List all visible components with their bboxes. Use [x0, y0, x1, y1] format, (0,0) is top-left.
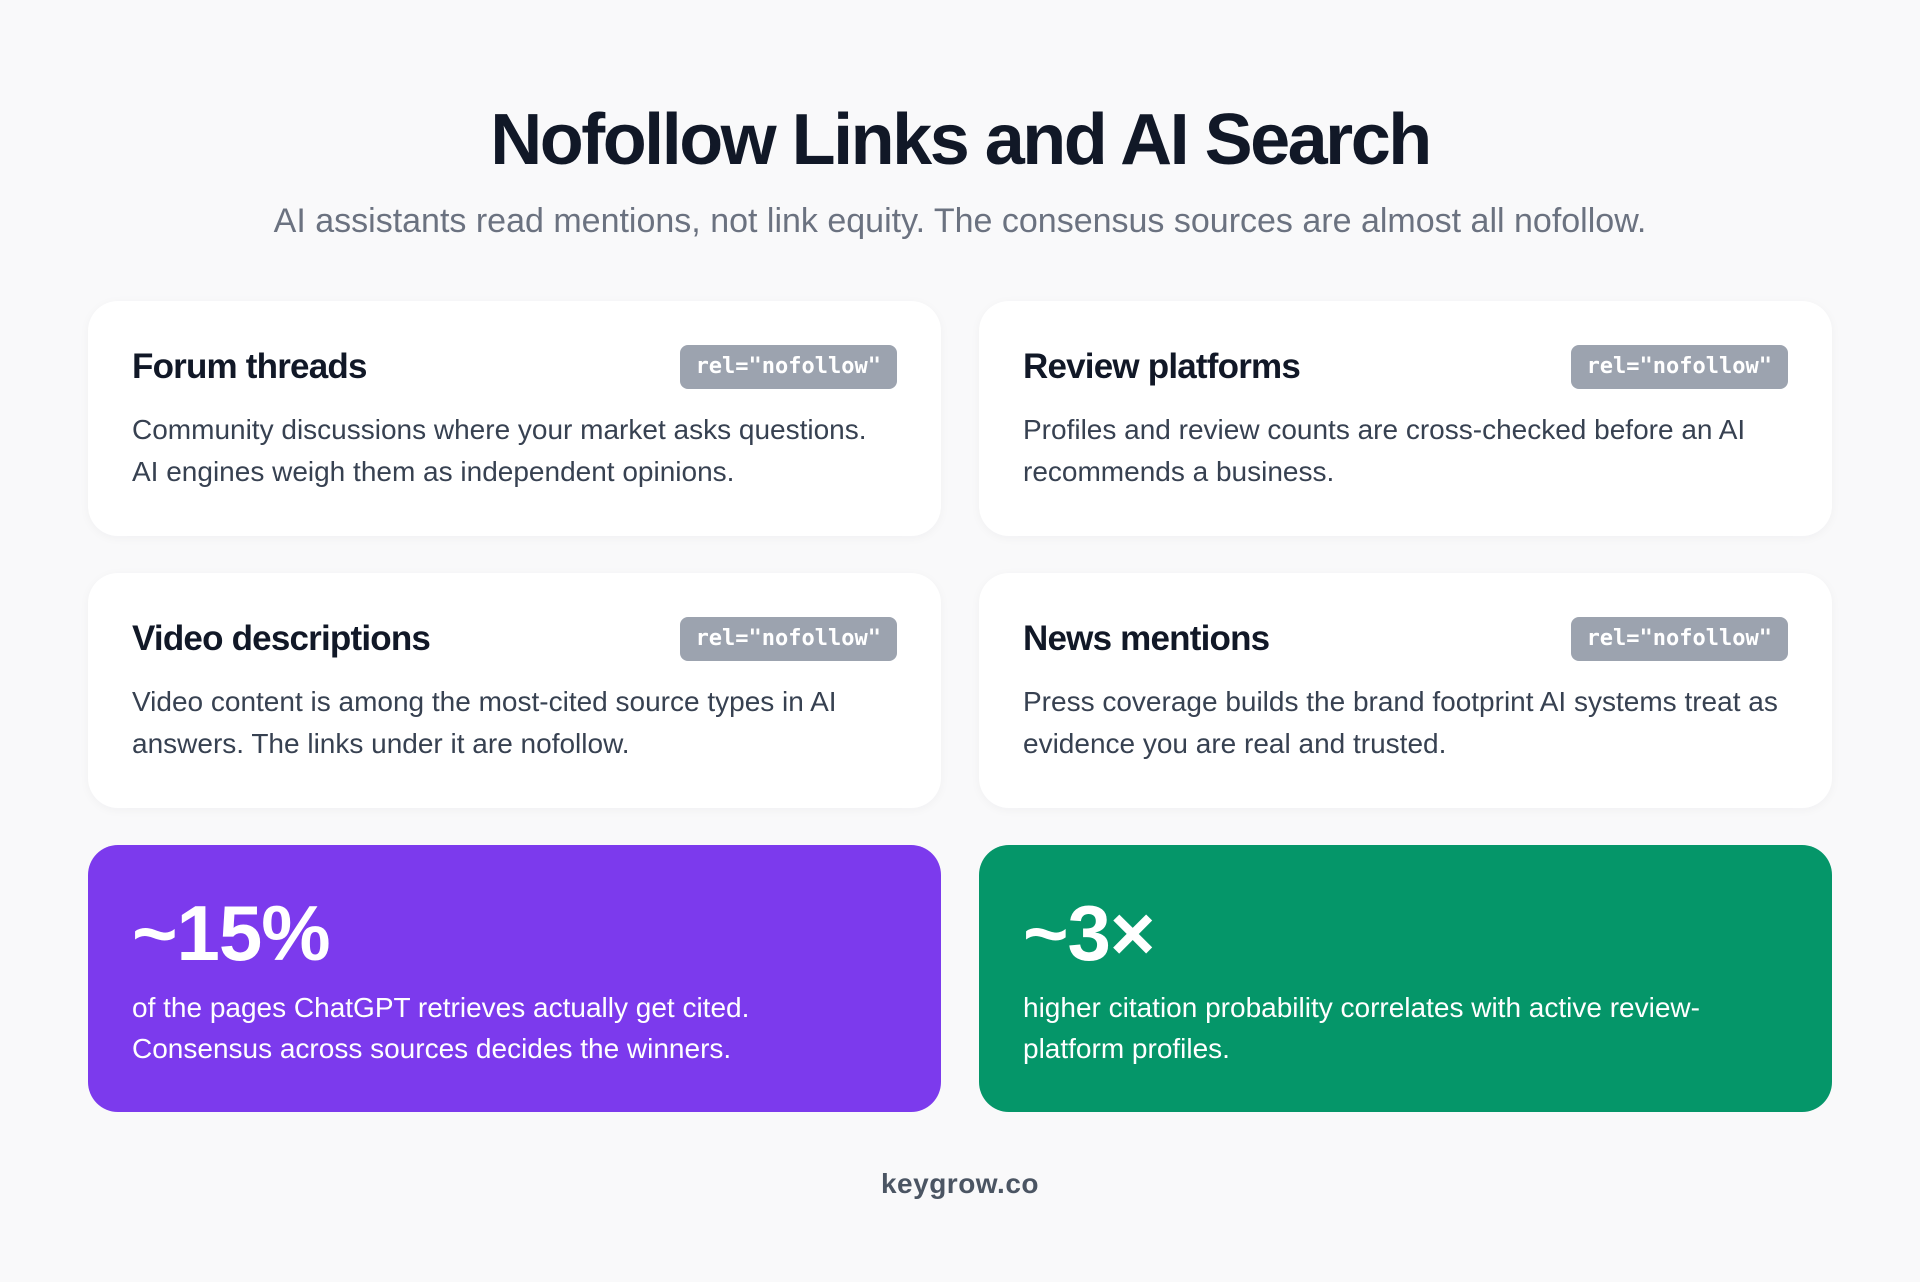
card-title: News mentions — [1023, 619, 1270, 658]
nofollow-badge: rel="nofollow" — [1570, 345, 1788, 389]
stat-value: ~15% — [132, 889, 331, 977]
card-video-descriptions: Video descriptions rel="nofollow" Video … — [88, 573, 941, 808]
stat-card-citation-rate: ~15% of the pages ChatGPT retrieves actu… — [88, 845, 941, 1112]
stat-card-citation-multiplier: ~3× higher citation probability correlat… — [979, 845, 1832, 1112]
card-description: Press coverage builds the brand footprin… — [1023, 686, 1778, 759]
stat-description: higher citation probability correlates w… — [1023, 992, 1700, 1064]
card-description: Profiles and review counts are cross-che… — [1023, 414, 1746, 487]
card-title: Video descriptions — [132, 619, 431, 658]
card-description: Community discussions where your market … — [132, 414, 867, 487]
card-header: Review platforms rel="nofollow" — [1023, 345, 1788, 389]
page-title: Nofollow Links and AI Search — [490, 100, 1432, 180]
nofollow-badge: rel="nofollow" — [679, 345, 897, 389]
nofollow-badge: rel="nofollow" — [679, 617, 897, 661]
card-review-platforms: Review platforms rel="nofollow" Profiles… — [979, 301, 1832, 536]
card-header: News mentions rel="nofollow" — [1023, 617, 1788, 661]
card-forum-threads: Forum threads rel="nofollow" Community d… — [88, 301, 941, 536]
card-description: Video content is among the most-cited so… — [132, 686, 837, 759]
content-grid: Forum threads rel="nofollow" Community d… — [88, 301, 1832, 1112]
header: Nofollow Links and AI Search AI assistan… — [0, 100, 1920, 242]
footer-brand: keygrow.co — [880, 1168, 1039, 1199]
card-title: Review platforms — [1023, 347, 1301, 386]
stat-description: of the pages ChatGPT retrieves actually … — [132, 992, 750, 1064]
card-title: Forum threads — [132, 347, 367, 386]
card-header: Forum threads rel="nofollow" — [132, 345, 897, 389]
card-news-mentions: News mentions rel="nofollow" Press cover… — [979, 573, 1832, 808]
card-header: Video descriptions rel="nofollow" — [132, 617, 897, 661]
nofollow-badge: rel="nofollow" — [1570, 617, 1788, 661]
stat-value: ~3× — [1023, 889, 1155, 977]
page-subtitle: AI assistants read mentions, not link eq… — [273, 202, 1647, 240]
